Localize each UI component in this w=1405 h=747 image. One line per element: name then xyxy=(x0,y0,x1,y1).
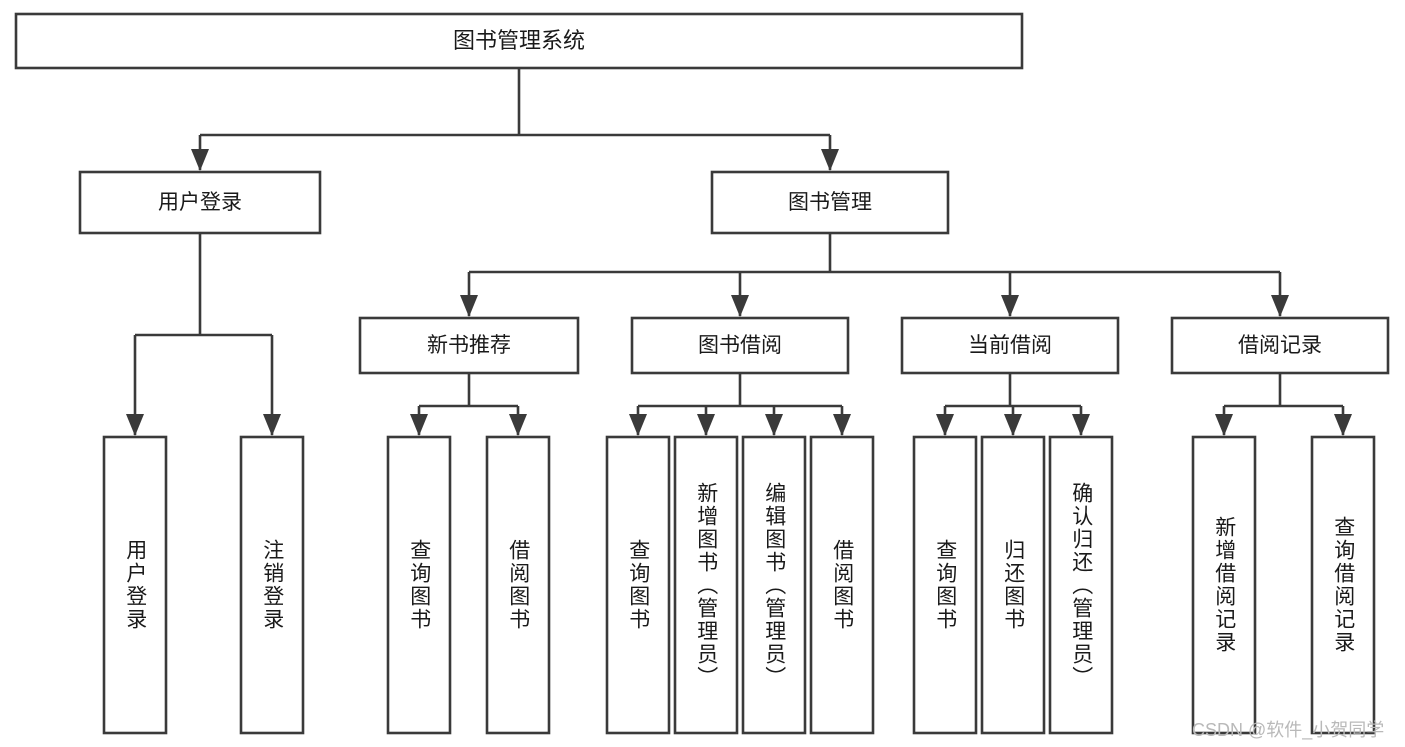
node-box-leaf-return-book[interactable] xyxy=(980,435,1046,735)
node-layer xyxy=(14,12,1390,735)
arrow-head-icon xyxy=(126,414,144,436)
arrow-head-icon xyxy=(460,295,478,317)
node-label-current-borrow: 当前借阅 xyxy=(968,334,1052,357)
arrow-head-icon xyxy=(936,414,954,436)
arrow-head-icon xyxy=(821,149,839,171)
node-box-book-management[interactable] xyxy=(710,170,950,235)
arrow-head-icon xyxy=(629,414,647,436)
arrow-head-icon xyxy=(191,149,209,171)
node-box-title[interactable] xyxy=(14,12,1024,70)
node-box-leaf-edit-book-admin[interactable] xyxy=(741,435,807,735)
node-label-new-book-recommend: 新书推荐 xyxy=(427,334,511,357)
node-label-title: 图书管理系统 xyxy=(453,28,585,53)
node-box-leaf-query-book-borrow[interactable] xyxy=(605,435,671,735)
connector-layer xyxy=(126,68,1352,436)
arrow-head-icon xyxy=(1271,295,1289,317)
node-box-leaf-add-borrow-record[interactable] xyxy=(1191,435,1257,735)
node-box-leaf-add-book-admin[interactable] xyxy=(673,435,739,735)
node-box-leaf-query-book-current[interactable] xyxy=(912,435,978,735)
node-box-leaf-confirm-return-admin[interactable] xyxy=(1048,435,1114,735)
arrow-head-icon xyxy=(731,295,749,317)
node-box-new-book-recommend[interactable] xyxy=(358,316,580,375)
arrow-head-icon xyxy=(1004,414,1022,436)
node-label-borrow-record: 借阅记录 xyxy=(1238,334,1322,357)
node-label-book-management: 图书管理 xyxy=(788,191,872,214)
arrow-head-icon xyxy=(263,414,281,436)
node-box-current-borrow[interactable] xyxy=(900,316,1120,375)
node-box-borrow-record[interactable] xyxy=(1170,316,1390,375)
arrow-head-icon xyxy=(1072,414,1090,436)
node-box-leaf-user-login[interactable] xyxy=(102,435,168,735)
node-label-user-login: 用户登录 xyxy=(158,191,242,214)
node-box-leaf-borrow-book-rec[interactable] xyxy=(485,435,551,735)
arrow-head-icon xyxy=(509,414,527,436)
node-box-leaf-query-borrow-record[interactable] xyxy=(1310,435,1376,735)
node-box-leaf-query-book-rec[interactable] xyxy=(386,435,452,735)
node-label-book-borrow: 图书借阅 xyxy=(698,334,782,357)
node-box-leaf-borrow-book[interactable] xyxy=(809,435,875,735)
arrow-head-icon xyxy=(765,414,783,436)
node-box-leaf-user-logout[interactable] xyxy=(239,435,305,735)
arrow-head-icon xyxy=(1334,414,1352,436)
arrow-head-icon xyxy=(1001,295,1019,317)
arrow-head-icon xyxy=(697,414,715,436)
arrow-head-icon xyxy=(410,414,428,436)
node-box-user-login[interactable] xyxy=(78,170,322,235)
arrow-head-icon xyxy=(833,414,851,436)
csdn-watermark: CSDN @软件_小贺同学 xyxy=(1192,720,1385,740)
node-box-book-borrow[interactable] xyxy=(630,316,850,375)
arrow-head-icon xyxy=(1215,414,1233,436)
